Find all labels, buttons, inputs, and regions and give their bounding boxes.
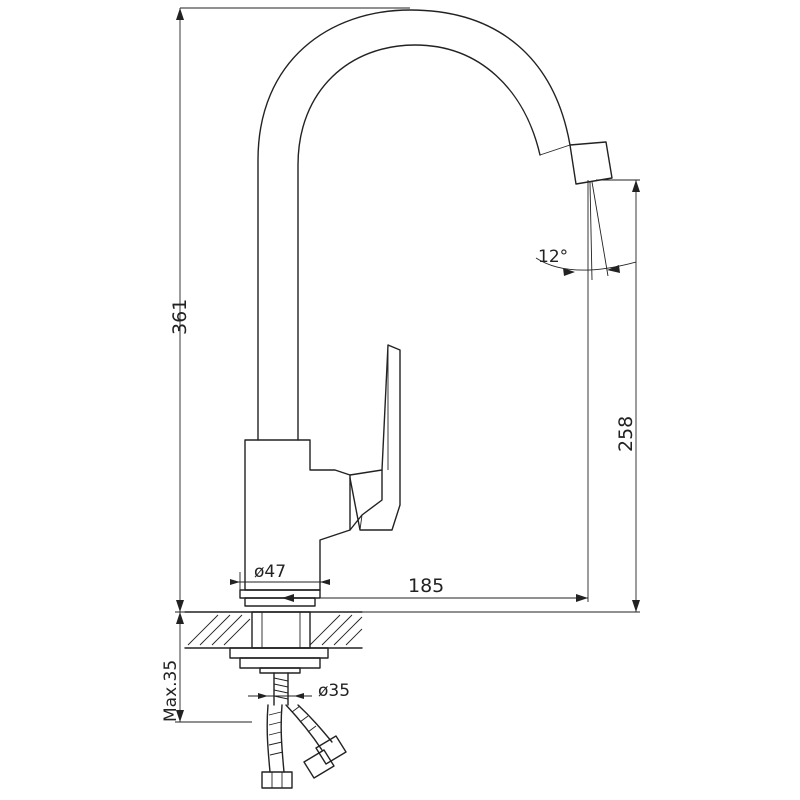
max-thickness-label: Max.35 bbox=[161, 660, 181, 722]
dimension-max-thickness: Max.35 bbox=[161, 611, 252, 723]
dimension-spout-height: 258 bbox=[180, 179, 640, 613]
dimension-thread-diameter: ø35 bbox=[248, 681, 350, 701]
faucet-spout bbox=[257, 9, 613, 441]
spout-height-label: 258 bbox=[615, 416, 637, 452]
dimension-total-height: 361 bbox=[169, 7, 410, 612]
dimension-spout-reach: 185 bbox=[282, 180, 589, 602]
spout-reach-label: 185 bbox=[408, 575, 444, 597]
faucet-base bbox=[239, 589, 321, 607]
dimension-body-diameter: ø47 bbox=[230, 562, 330, 590]
total-height-label: 361 bbox=[169, 299, 191, 335]
body-diameter-label: ø47 bbox=[254, 562, 286, 582]
thread-diameter-label: ø35 bbox=[318, 681, 350, 701]
flexible-hoses bbox=[261, 704, 347, 789]
faucet-lever-handle bbox=[349, 344, 401, 531]
countertop bbox=[184, 611, 363, 649]
mounting-shank bbox=[229, 611, 329, 706]
swivel-angle-label: 12° bbox=[538, 247, 568, 267]
dimension-swivel-angle: 12° bbox=[535, 181, 637, 281]
